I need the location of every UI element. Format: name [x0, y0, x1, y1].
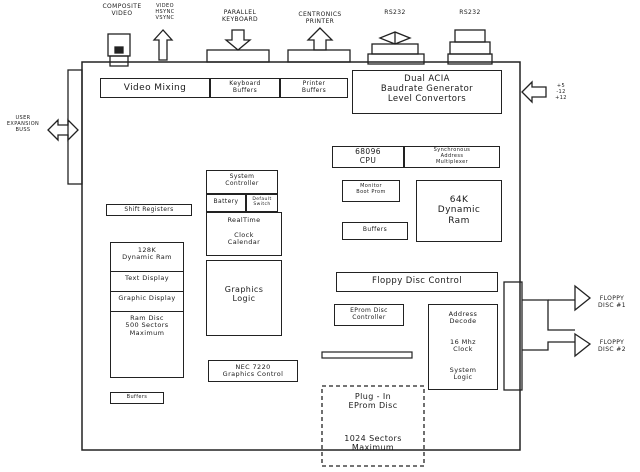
shift-registers-block: Shift Registers [106, 204, 192, 216]
system-logic-text: System Logic [449, 366, 477, 382]
rs232-b-label: RS232 [459, 9, 481, 16]
rs232-a-connector [367, 31, 425, 65]
buffers-mid-block: Buffers [342, 222, 408, 240]
floppy-disc-2-label: FLOPPY DISC #2 [598, 339, 626, 353]
realtime-clock-block: RealTime Clock Calendar [206, 212, 282, 256]
nec7220-text: NEC 7220 Graphics Control [222, 363, 284, 379]
printer-up-arrow [287, 27, 351, 63]
eprom-socket [321, 351, 413, 359]
video-sync-up-arrow [152, 29, 174, 61]
monitor-boot-prom-text: Monitor Boot Prom [356, 183, 386, 195]
cpu-block: 68096 CPU [332, 146, 404, 168]
keyboard-buffers-text: Keyboard Buffers [229, 80, 261, 94]
default-switch-text: Default Switch [252, 197, 272, 208]
printer-buffers-text: Printer Buffers [301, 80, 327, 94]
monitor-boot-prom-block: Monitor Boot Prom [342, 180, 400, 202]
dual-acia-block: Dual ACIA Baudrate Generator Level Conve… [352, 70, 502, 114]
user-expansion-arrow [47, 69, 83, 185]
floppy-disc-control-block: Floppy Disc Control [336, 272, 498, 292]
eprom-disc-controller-block: EProm Disc Controller [334, 304, 404, 326]
video-mixing-block: Video Mixing [100, 78, 210, 98]
floppy-connector [503, 281, 592, 391]
nec7220-block: NEC 7220 Graphics Control [208, 360, 298, 382]
keyboard-down-arrow [206, 29, 270, 63]
system-controller-block: System Controller [206, 170, 278, 194]
keyboard-buffers-block: Keyboard Buffers [210, 78, 280, 98]
battery-block: Battery [206, 194, 246, 212]
composite-video-connector [107, 33, 131, 67]
video-mixing-text: Video Mixing [123, 83, 187, 93]
graphic-display-text: Graphic Display [118, 294, 176, 302]
graphics-logic-block: Graphics Logic [206, 260, 282, 336]
shift-registers-text: Shift Registers [124, 206, 174, 213]
power-input-label: +5 -12 +12 [555, 83, 567, 101]
default-switch-block: Default Switch [246, 194, 278, 212]
power-input-arrow [521, 80, 547, 104]
centronics-printer-label: CENTRONICS PRINTER [298, 11, 342, 25]
clock-16mhz-text: 16 Mhz Clock [450, 338, 476, 354]
realtime-clock-text: RealTime Clock Calendar [227, 216, 261, 247]
ram-disc-text: Ram Disc 500 Sectors Maximum [125, 314, 169, 337]
eprom-disc-controller-text: EProm Disc Controller [350, 307, 388, 321]
user-expansion-label: USER EXPANSION BUSS [6, 115, 40, 133]
floppy-disc-control-text: Floppy Disc Control [371, 276, 462, 286]
ram-64k-block: 64K Dynamic Ram [416, 180, 502, 242]
sectors-1024-text: 1024 Sectors Maximum [344, 434, 402, 453]
buffers-bottom-block: Buffers [110, 392, 164, 404]
ram-128k-block: 128K Dynamic Ram Text Display Graphic Di… [110, 242, 184, 378]
buffers-bottom-text: Buffers [126, 394, 148, 400]
rs232-b-connector [447, 29, 493, 65]
sync-address-mux-text: Synchronous Address Multiplexer [433, 147, 471, 165]
composite-video-label: COMPOSITE VIDEO [102, 3, 142, 17]
video-sync-label: VIDEO HSYNC VSYNC [155, 3, 175, 21]
cpu-text: 68096 CPU [355, 147, 381, 165]
dual-acia-text: Dual ACIA Baudrate Generator Level Conve… [380, 74, 474, 104]
address-decode-text: Address Decode [448, 310, 478, 326]
graphics-logic-text: Graphics Logic [224, 285, 264, 304]
ram-128k-text: 128K Dynamic Ram [122, 246, 172, 262]
plug-in-eprom-outline [321, 385, 425, 467]
rs232-a-label: RS232 [384, 9, 406, 16]
parallel-keyboard-label: PARALLEL KEYBOARD [221, 9, 259, 23]
system-controller-text: System Controller [225, 173, 259, 187]
sync-address-mux-block: Synchronous Address Multiplexer [404, 146, 500, 168]
plug-in-eprom-text: Plug - In EProm Disc [348, 392, 398, 411]
battery-text: Battery [213, 198, 239, 205]
printer-buffers-block: Printer Buffers [280, 78, 348, 98]
ram-64k-text: 64K Dynamic Ram [437, 195, 481, 226]
buffers-mid-text: Buffers [362, 226, 388, 233]
text-display-text: Text Display [125, 274, 169, 282]
floppy-disc-1-label: FLOPPY DISC #1 [598, 295, 626, 309]
address-clock-logic-block: Address Decode 16 Mhz Clock System Logic [428, 304, 498, 390]
